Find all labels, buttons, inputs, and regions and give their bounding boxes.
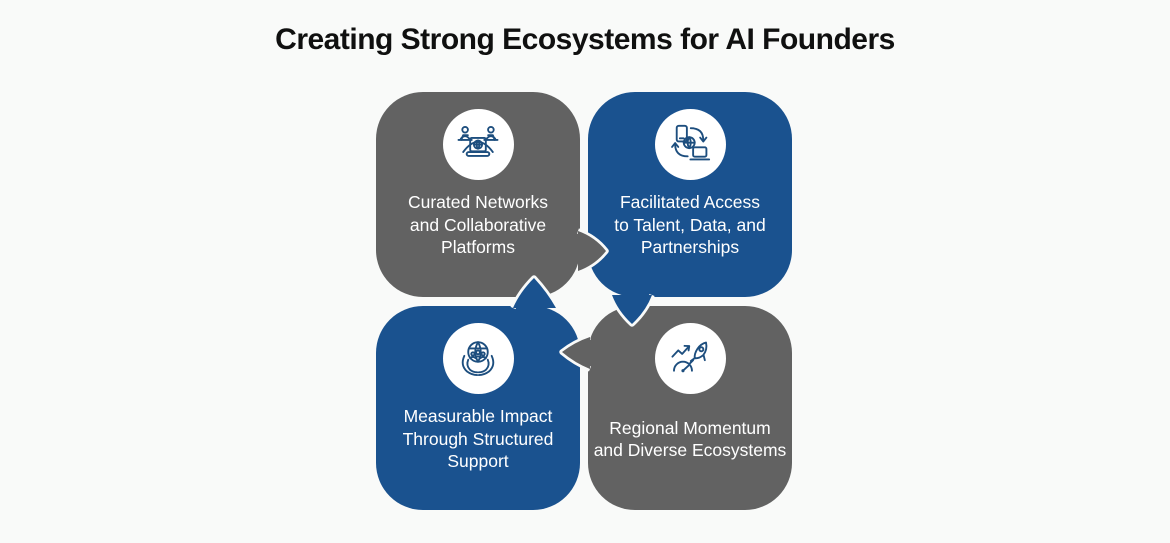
bubble-line: Support bbox=[447, 451, 509, 472]
bubble-label: Facilitated Access to Talent, Data, and … bbox=[588, 189, 792, 261]
bubble-tail-regional-momentum bbox=[559, 334, 592, 372]
bubble-facilitated-access: Facilitated Access to Talent, Data, and … bbox=[588, 92, 792, 297]
bubble-label: Regional Momentum and Diverse Ecosystems bbox=[588, 403, 792, 475]
bubble-tail-measurable-impact bbox=[510, 275, 559, 310]
bubble-line: Platforms bbox=[441, 237, 515, 258]
page-title: Creating Strong Ecosystems for AI Founde… bbox=[275, 23, 895, 56]
bubble-regional-momentum: Regional Momentum and Diverse Ecosystems bbox=[588, 306, 792, 510]
bubble-tail-curated-networks bbox=[577, 228, 609, 274]
icon-circle bbox=[442, 323, 514, 394]
bubble-measurable-impact: Measurable Impact Through Structured Sup… bbox=[376, 306, 580, 510]
device-data-exchange-icon bbox=[671, 124, 711, 160]
bubble-line: Facilitated Access bbox=[619, 192, 761, 213]
bubble-line: Curated Networks bbox=[407, 192, 549, 213]
icon-circle bbox=[654, 109, 726, 180]
bubble-line: Partnerships bbox=[640, 237, 740, 258]
bubble-label: Curated Networks and Collaborative Platf… bbox=[376, 189, 580, 261]
bubble-line: and Collaborative bbox=[409, 214, 547, 235]
bubble-line: Regional Momentum bbox=[609, 417, 771, 438]
bubble-tail-facilitated-access bbox=[609, 293, 655, 327]
bubble-line: to Talent, Data, and bbox=[614, 214, 766, 235]
icon-circle bbox=[442, 109, 514, 180]
icon-circle bbox=[654, 323, 726, 394]
bubble-label: Measurable Impact Through Structured Sup… bbox=[376, 403, 580, 475]
hands-holding-globe-icon bbox=[461, 340, 495, 376]
virtual-meeting-icon bbox=[457, 125, 499, 157]
bubble-line: and Diverse Ecosystems bbox=[593, 440, 787, 460]
bubble-line: Measurable Impact bbox=[403, 406, 553, 427]
rocket-gauge-growth-icon bbox=[671, 341, 708, 372]
bubble-line: Through Structured bbox=[402, 428, 554, 449]
bubble-curated-networks: Curated Networks and Collaborative Platf… bbox=[376, 92, 580, 297]
